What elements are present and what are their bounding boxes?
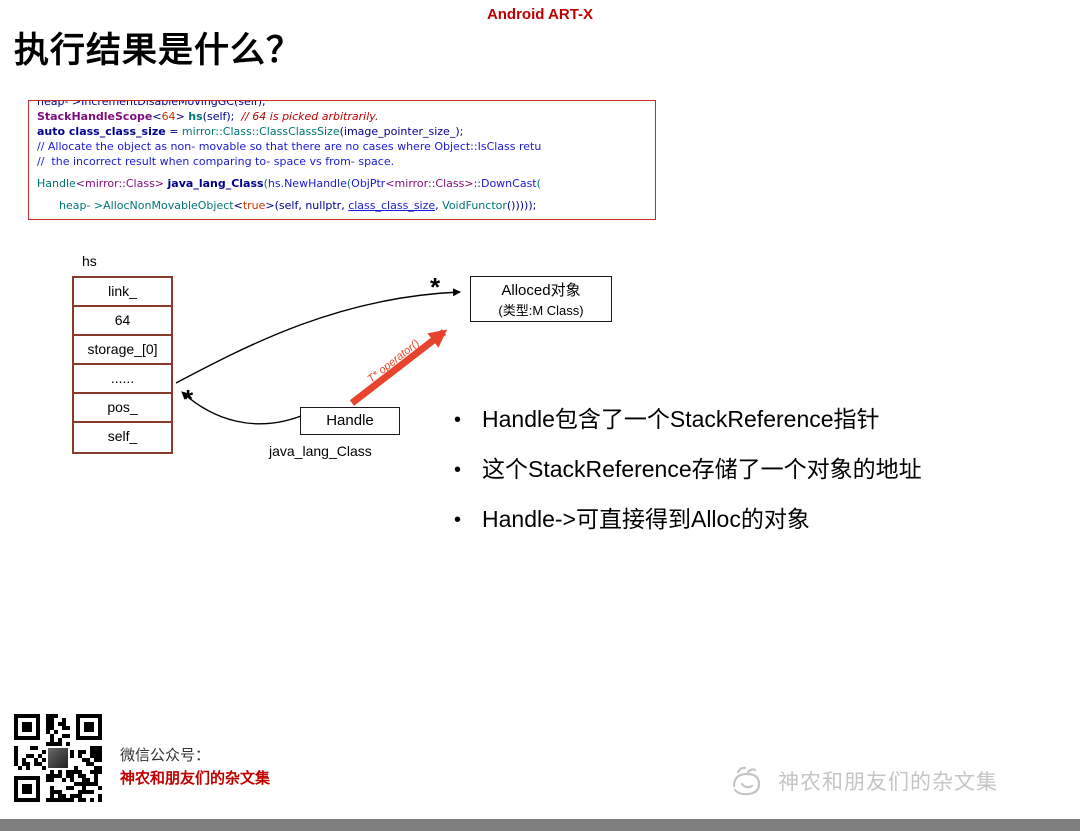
code-line: // Allocate the object as non- movable s…: [37, 140, 542, 153]
red-operator-arrow: [349, 329, 448, 406]
alloced-object-box: Alloced对象 (类型:M Class): [470, 276, 612, 322]
qr-finder-icon: [76, 714, 102, 740]
handle-box: Handle: [300, 407, 400, 435]
red-arrow-label: T* operator(): [365, 337, 422, 385]
page-title: 执行结果是什么？: [14, 31, 303, 70]
alloced-box-title: Alloced对象: [501, 282, 581, 299]
qr-center-logo-icon: [46, 746, 70, 770]
qr-code: [14, 714, 102, 802]
qr-finder-icon: [14, 714, 40, 740]
stack-row: link_: [74, 278, 171, 307]
brand-header: Android ART-X: [486, 6, 594, 23]
wechat-account-name: 神农和朋友们的杂文集: [120, 770, 271, 787]
handle-caption: java_lang_Class: [269, 443, 372, 459]
qr-finder-icon: [14, 776, 40, 802]
bullet-list: Handle包含了一个StackReference指针这个StackRefere…: [452, 404, 1052, 554]
code-line: // the incorrect result when comparing t…: [37, 155, 395, 168]
stack-label: hs: [82, 253, 97, 269]
stack-row: storage_[0]: [74, 336, 171, 365]
bullet-item: 这个StackReference存储了一个对象的地址: [452, 454, 1052, 486]
bottom-bar: [0, 819, 1080, 831]
pointer-star: *: [430, 272, 441, 302]
code-line: Handle<mirror::Class> java_lang_Class(hs…: [37, 177, 541, 190]
wechat-label: 微信公众号：: [120, 747, 211, 764]
watermark-text: 神农和朋友们的杂文集: [778, 771, 998, 794]
code-line: auto class_class_size = mirror::Class::C…: [37, 125, 464, 138]
watermark: 神农和朋友们的杂文集: [726, 764, 998, 798]
qr-modules: [14, 714, 102, 802]
bullet-item: Handle包含了一个StackReference指针: [452, 404, 1052, 436]
code-line: heap- >IncrementDisableMovingGC(self);: [37, 100, 266, 108]
bullet-item: Handle->可直接得到Alloc的对象: [452, 504, 1052, 536]
code-block: heap- >IncrementDisableMovingGC(self); St…: [28, 100, 656, 220]
stack-row: 64: [74, 307, 171, 336]
code-line: heap- >AllocNonMovableObject<true>(self,…: [59, 199, 537, 212]
code-line: StackHandleScope<64> hs(self); // 64 is …: [37, 110, 379, 123]
arrow-handle-to-stack: [181, 391, 302, 425]
stack-row: self_: [107, 428, 138, 444]
brand-logo-icon: [732, 766, 761, 796]
stack-row: ......: [74, 365, 171, 394]
stack-row: pos_: [74, 394, 171, 423]
arrow-stack-to-alloced: [175, 288, 461, 384]
pointer-star: *: [183, 384, 194, 414]
alloced-box-subtitle: (类型:M Class): [498, 303, 584, 318]
